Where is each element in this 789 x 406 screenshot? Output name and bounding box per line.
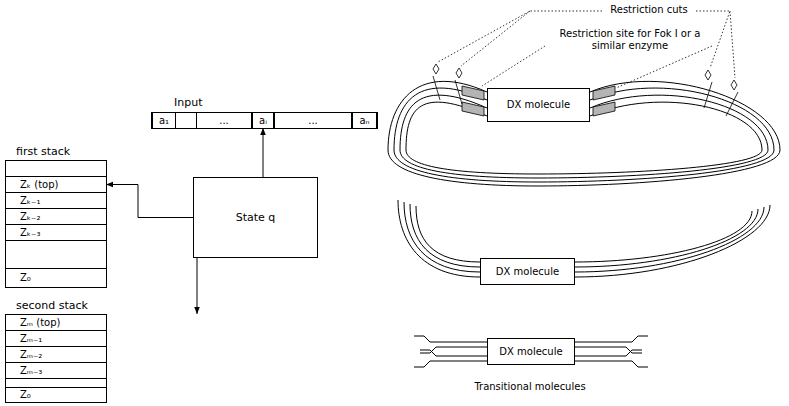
node-text: ... [308,115,318,127]
node-text: Zₖ₋₃ [20,227,40,239]
control-arrow [263,128,264,177]
stack-cell: Zₖ₋₃ [6,224,106,241]
dx-molecule-box: DX molecule [487,338,575,365]
stack-cell: Zₘ₋₂ [6,346,106,363]
node-text: Zₖ (top) [20,179,58,191]
node-text: aₙ [359,115,369,127]
transitional-molecules-label: Transitional molecules [460,381,600,393]
stack-box: first stackZₖ (top)Zₖ₋₁Zₖ₋₂Zₖ₋₃Z₀ [5,160,107,288]
node-text: Zₘ₋₃ [20,365,42,377]
node-text: DX molecule [507,99,570,111]
stack-cell: Zₖ (top) [6,176,106,193]
dx-molecule-box: DX molecule [480,258,575,285]
node-heading: first stack [16,145,70,158]
tape-cell: aᵢ [252,113,274,128]
stack-cell: Zₘ (top) [6,314,106,331]
stack-box: second stackZₘ (top)Zₘ₋₁Zₘ₋₂Zₘ₋₃Z₀ [5,314,107,403]
node-text: State q [236,212,276,224]
stack-cell: Zₘ₋₁ [6,330,106,347]
node-text: Z₀ [20,389,31,401]
node-text: Zₖ₋₁ [20,195,40,207]
node-text: Zₘ₋₁ [20,333,42,345]
state-box: State q [193,177,318,258]
node-text: a₁ [159,115,169,127]
node-text: DX molecule [499,346,562,358]
node-text: ... [219,115,229,127]
dna-strands [388,81,780,367]
tape-cell: ... [196,113,252,128]
stack-cell: Z₀ [6,387,106,403]
stack-cell: Zₖ₋₁ [6,192,106,209]
node-heading: Input [174,96,202,109]
input-tape: Inputa₁...aᵢ...aₙ [151,112,378,129]
stack-cell: Zₖ₋₂ [6,208,106,225]
control-arrow [197,258,198,314]
node-text: Zₘ₋₂ [20,349,42,361]
control-arrow [106,185,193,218]
node-text: DX molecule [496,266,559,278]
stack-cell: Zₘ₋₃ [6,362,106,379]
tape-cell: ... [274,113,352,128]
restriction-cuts-label: Restriction cuts [604,4,694,16]
node-heading: second stack [16,299,88,312]
node-text: aᵢ [259,115,267,127]
dx-molecule-box: DX molecule [487,88,590,122]
node-text: Zₖ₋₂ [20,211,40,223]
leader-line [438,11,735,88]
node-text: Z₀ [20,272,31,284]
tape-cell: a₁ [152,113,176,128]
node-text: Zₘ (top) [20,317,60,329]
tape-cell: aₙ [352,113,377,128]
restriction-site-label: Restriction site for Fok I or a similar … [546,28,714,52]
stack-cell: Z₀ [6,268,106,288]
